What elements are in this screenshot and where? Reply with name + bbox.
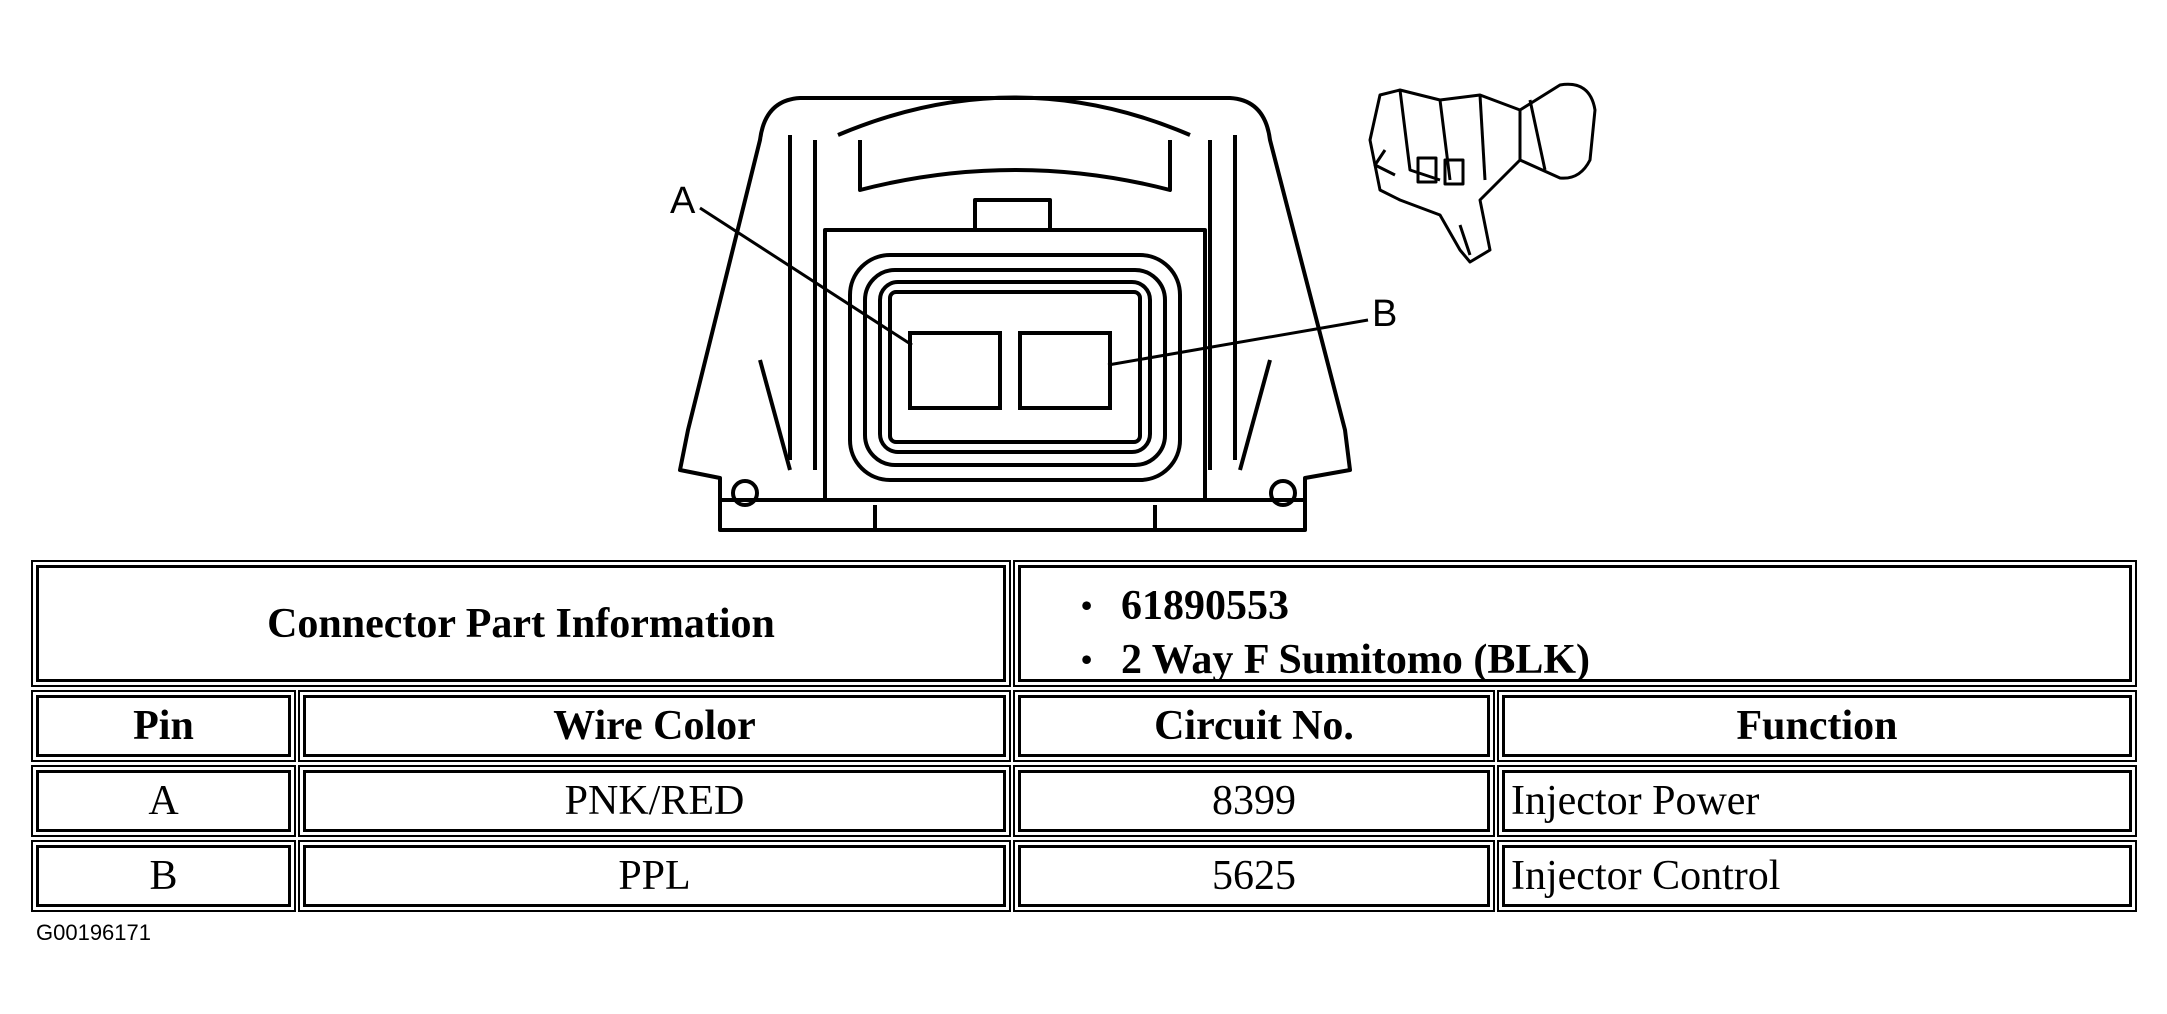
part-description: 2 Way F Sumitomo (BLK) [1081, 634, 1590, 688]
row-a-pin: A [148, 778, 179, 824]
row-a-circuit-no: 8399 [1212, 778, 1296, 824]
part-info-list: 61890553 2 Way F Sumitomo (BLK) [1081, 580, 1590, 688]
table-row-b-wire-cell: PPL [298, 840, 1011, 912]
header-pin-cell: Pin [31, 690, 296, 762]
header-function-cell: Function [1497, 690, 2137, 762]
header-wire-color: Wire Color [553, 703, 756, 749]
table-row-b-pin-cell: B [31, 840, 296, 912]
header-circuit-no-cell: Circuit No. [1013, 690, 1495, 762]
table-row-b-function-cell: Injector Control [1497, 840, 2137, 912]
header-wire-color-cell: Wire Color [298, 690, 1011, 762]
connector-perspective-drawing [1368, 82, 1597, 264]
part-info-list-cell: 61890553 2 Way F Sumitomo (BLK) [1013, 560, 2137, 687]
connector-info-table: Connector Part Information 61890553 2 Wa… [31, 560, 2137, 915]
part-info-heading-cell: Connector Part Information [31, 560, 1011, 687]
pin-b-label: B [1372, 293, 1397, 335]
pin-a-label: A [670, 180, 696, 222]
row-b-wire-color: PPL [618, 853, 691, 899]
header-circuit-no: Circuit No. [1154, 703, 1354, 749]
pin-b-cavity [1018, 331, 1112, 410]
pin-a-leader-line [699, 206, 913, 347]
figure-id: G00196171 [36, 920, 151, 945]
header-function: Function [1736, 703, 1898, 749]
table-row-a-function-cell: Injector Power [1497, 765, 2137, 837]
pin-b-leader-line [1107, 318, 1369, 367]
header-pin: Pin [133, 703, 194, 749]
part-number: 61890553 [1081, 580, 1590, 634]
table-row-a-wire-cell: PNK/RED [298, 765, 1011, 837]
row-a-wire-color: PNK/RED [564, 778, 745, 824]
connector-diagram: A B [670, 82, 1597, 532]
connector-face-drawing [678, 95, 1352, 532]
row-b-pin: B [149, 853, 178, 899]
row-b-circuit-no: 5625 [1212, 853, 1296, 899]
row-a-function: Injector Power [1511, 778, 1760, 824]
row-b-function: Injector Control [1511, 853, 1781, 899]
part-info-heading: Connector Part Information [267, 600, 775, 647]
table-row-a-circuit-cell: 8399 [1013, 765, 1495, 837]
pin-a-cavity [908, 331, 1002, 410]
table-row-b-circuit-cell: 5625 [1013, 840, 1495, 912]
table-row-a-pin-cell: A [31, 765, 296, 837]
